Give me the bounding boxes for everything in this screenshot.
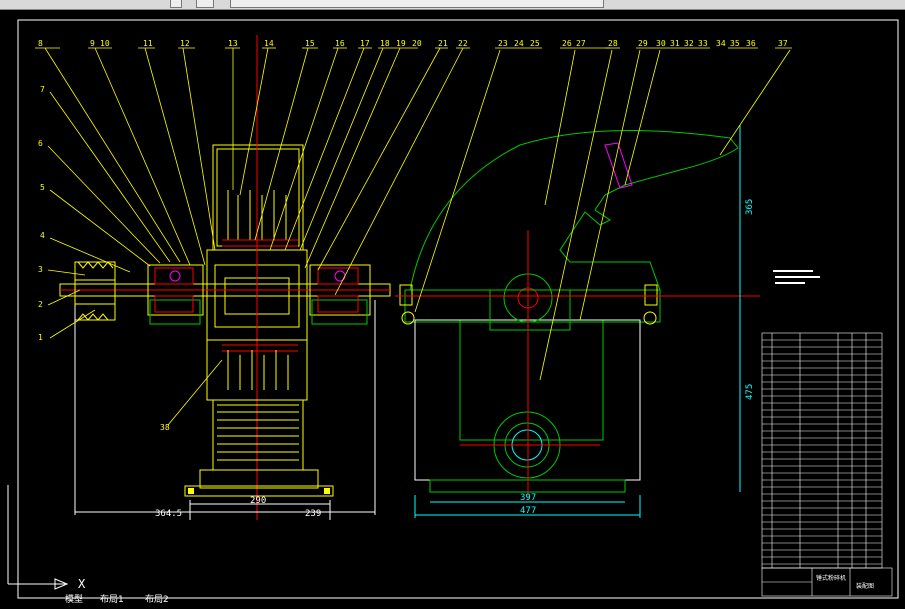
front-view: 365 475 397 477 xyxy=(395,49,791,518)
callout-29: 29 xyxy=(638,39,648,48)
callout-20: 20 xyxy=(412,39,422,48)
toolbar-button[interactable] xyxy=(170,0,182,8)
callout-16: 16 xyxy=(335,39,345,48)
callout-30: 30 xyxy=(656,39,666,48)
callout-31: 31 xyxy=(670,39,680,48)
callout-32: 32 xyxy=(684,39,694,48)
layout-tab-bar: 模型 布局1 布局2 xyxy=(0,596,905,605)
command-line-field[interactable] xyxy=(230,0,604,8)
callout-23: 23 xyxy=(498,39,508,48)
dim-left-total: 364.5 xyxy=(155,509,182,519)
callout-24: 24 xyxy=(514,39,524,48)
callout-21: 21 xyxy=(438,39,448,48)
callout-numbers: 1 2 3 4 5 6 7 8 9 10 11 12 13 14 15 16 1… xyxy=(38,39,788,432)
callout-34: 34 xyxy=(716,39,726,48)
callout-17: 17 xyxy=(360,39,370,48)
callout-18: 18 xyxy=(380,39,390,48)
callout-1: 1 xyxy=(38,333,43,342)
title-drawing-no: 装配图 xyxy=(856,582,874,590)
dim-right-base: 397 xyxy=(520,493,536,503)
callout-38: 38 xyxy=(160,423,170,432)
callout-15: 15 xyxy=(305,39,315,48)
callout-12: 12 xyxy=(180,39,190,48)
callout-36: 36 xyxy=(746,39,756,48)
dim-left-mid: 290 xyxy=(250,496,266,506)
tab-layout-1[interactable]: 布局1 xyxy=(100,595,124,605)
callout-7: 7 xyxy=(40,85,45,94)
ucs-axis-icon xyxy=(7,485,69,590)
callout-4: 4 xyxy=(40,231,45,240)
callout-11: 11 xyxy=(143,39,153,48)
side-section-view: 364.5 290 239 xyxy=(59,35,391,520)
callout-25: 25 xyxy=(530,39,540,48)
tab-layout-2[interactable]: 布局2 xyxy=(145,595,169,605)
callout-8: 8 xyxy=(38,39,43,48)
dim-right-total: 477 xyxy=(520,506,536,516)
drawing-canvas[interactable]: 364.5 290 239 1 xyxy=(0,10,905,605)
tab-model[interactable]: 模型 xyxy=(65,595,84,605)
parts-list-rows xyxy=(762,339,882,565)
callout-10: 10 xyxy=(100,39,110,48)
callout-37: 37 xyxy=(778,39,788,48)
callout-13: 13 xyxy=(228,39,238,48)
dim-height-upper: 365 xyxy=(745,199,755,215)
title-block xyxy=(761,567,893,597)
callout-3: 3 xyxy=(38,265,43,274)
ucs-x-label: X xyxy=(78,577,86,591)
callout-28: 28 xyxy=(608,39,618,48)
callout-5: 5 xyxy=(40,183,45,192)
technical-notes xyxy=(773,270,820,284)
callout-19: 19 xyxy=(396,39,406,48)
title-part-name: 锤式粉碎机 xyxy=(816,574,846,582)
callout-2: 2 xyxy=(38,300,43,309)
callout-14: 14 xyxy=(264,39,274,48)
callout-26: 26 xyxy=(562,39,572,48)
callout-leaders xyxy=(44,47,464,426)
callout-9: 9 xyxy=(90,39,95,48)
dim-height-lower: 475 xyxy=(745,384,755,400)
callout-6: 6 xyxy=(38,139,43,148)
toolbar-button[interactable] xyxy=(196,0,214,8)
callout-33: 33 xyxy=(698,39,708,48)
callout-35: 35 xyxy=(730,39,740,48)
drawing-frame xyxy=(17,19,899,599)
toolbar-strip xyxy=(0,0,905,10)
dim-left-right: 239 xyxy=(305,509,321,519)
callout-22: 22 xyxy=(458,39,468,48)
callout-27: 27 xyxy=(576,39,586,48)
